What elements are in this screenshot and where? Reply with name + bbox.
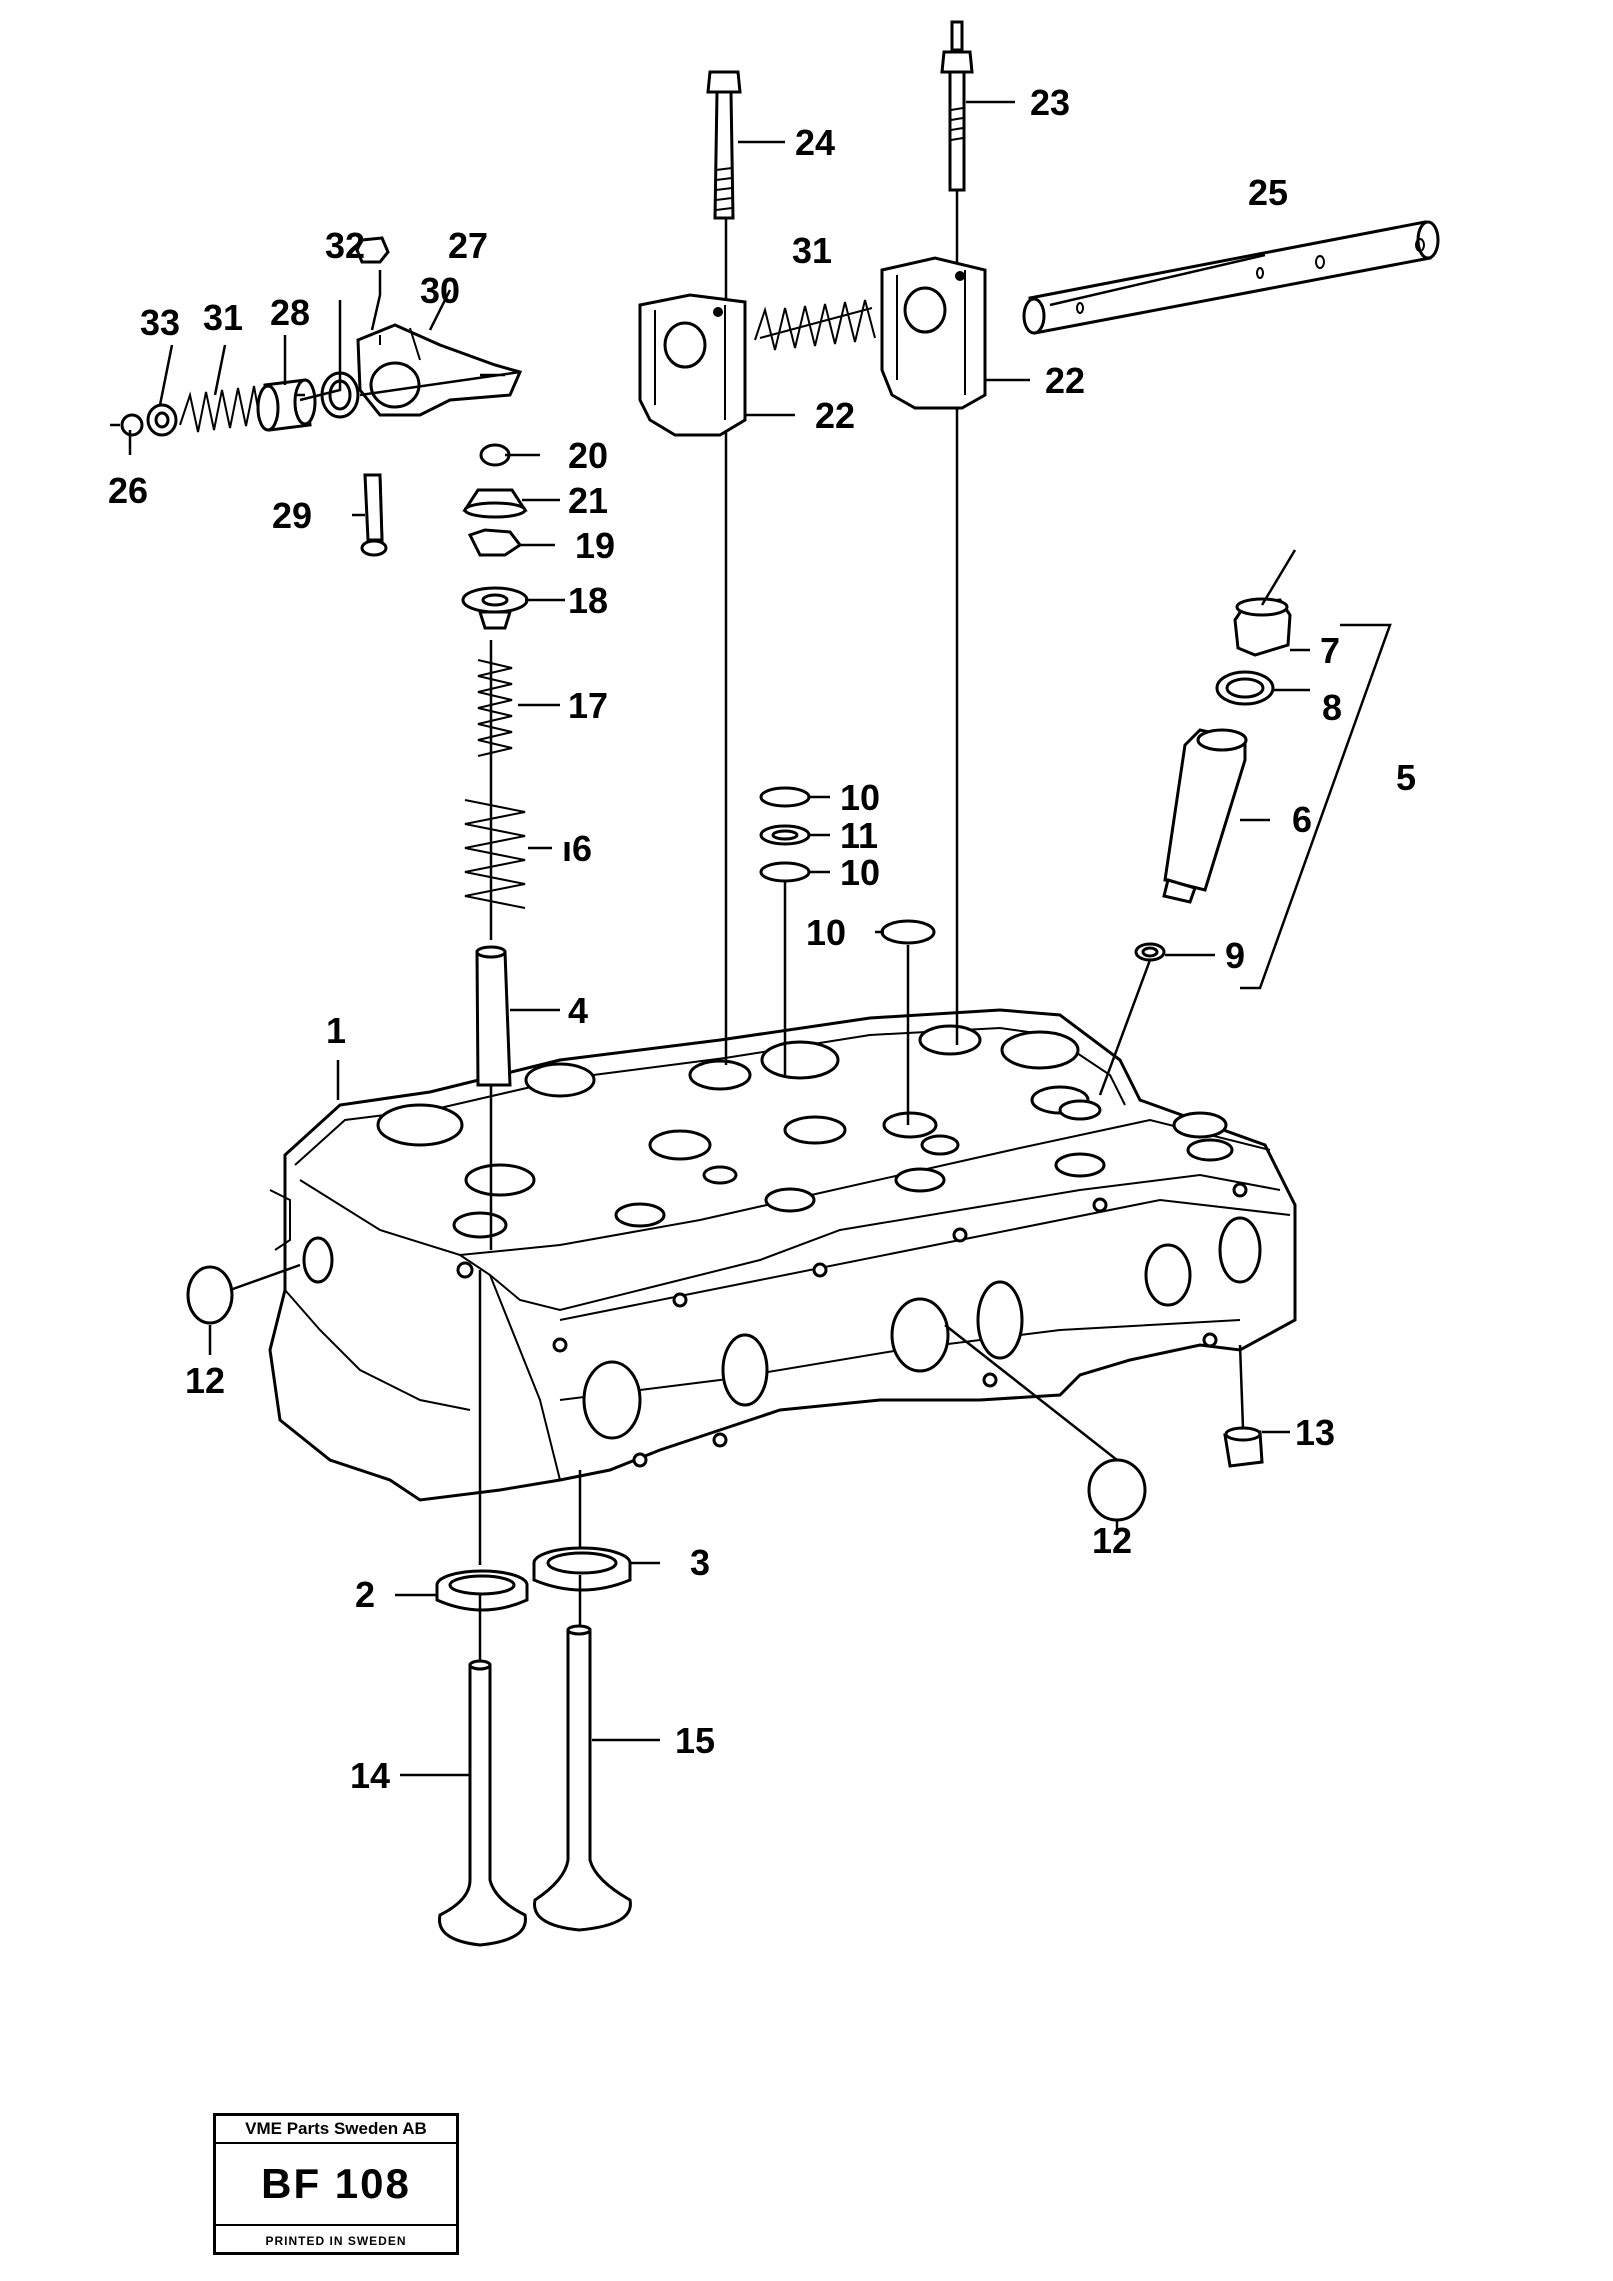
rocker-bracket-right [880, 256, 987, 410]
part-labels: 1 2 3 4 5 6 7 8 9 10 10 10 11 12 12 13 1… [108, 82, 1416, 1796]
valve-train [461, 443, 529, 1087]
bolt-holes [456, 1182, 1248, 1468]
label-27: 27 [448, 225, 488, 266]
leader-lines [110, 100, 1310, 1777]
company-name: VME Parts Sweden AB [216, 2116, 456, 2144]
label-6: 6 [1292, 799, 1312, 840]
label-7: 7 [1320, 630, 1340, 671]
screw-29 [363, 473, 384, 542]
label-22a: 22 [1045, 360, 1085, 401]
printed-in-note: PRINTED IN SWEDEN [265, 2234, 407, 2248]
label-11: 11 [840, 815, 878, 856]
bolt-23 [940, 20, 974, 192]
injector-sleeve-group [1134, 597, 1392, 990]
title-block: VME Parts Sweden AB BF 108 PRINTED IN SW… [213, 2113, 459, 2255]
rocker-arm [356, 323, 523, 417]
label-12b: 12 [1092, 1520, 1132, 1561]
label-4: 4 [568, 990, 588, 1031]
valves [438, 1624, 632, 1947]
label-23: 23 [1030, 82, 1070, 123]
valve-guide [475, 945, 512, 1087]
label-12a: 12 [185, 1360, 225, 1401]
cylinder-head [268, 1008, 1297, 1502]
label-10a: 10 [840, 777, 880, 818]
label-8: 8 [1322, 687, 1342, 728]
top-bores [376, 1024, 1234, 1239]
label-22b: 22 [815, 395, 855, 436]
label-10b: 10 [840, 852, 880, 893]
label-28: 28 [270, 292, 310, 333]
label-26: 26 [108, 470, 148, 511]
bolt-24 [706, 70, 742, 220]
label-10c: 10 [806, 912, 846, 953]
label-29: 29 [272, 495, 312, 536]
label-14: 14 [350, 1755, 390, 1796]
rocker-shaft [1022, 220, 1440, 335]
label-16: ı6 [562, 828, 592, 869]
plugs [186, 1265, 1264, 1522]
label-30: 30 [420, 270, 460, 311]
label-31b: 31 [203, 297, 243, 338]
label-3: 3 [690, 1542, 710, 1583]
spring-17 [477, 659, 513, 757]
label-20: 20 [568, 435, 608, 476]
valve-seats [435, 1546, 632, 1612]
label-5: 5 [1396, 757, 1416, 798]
label-18: 18 [568, 580, 608, 621]
label-9: 9 [1225, 935, 1245, 976]
label-15: 15 [675, 1720, 715, 1761]
label-1: 1 [326, 1010, 346, 1051]
label-31a: 31 [792, 230, 832, 271]
label-2: 2 [355, 1574, 375, 1615]
rocker-bracket-left [638, 293, 747, 437]
label-32: 32 [325, 225, 365, 266]
spring-31-lower [179, 385, 261, 433]
label-19: 19 [575, 525, 615, 566]
spring-31-upper [754, 299, 876, 351]
label-33: 33 [140, 302, 180, 343]
spring-16 [464, 799, 526, 909]
side-ports [302, 1216, 1262, 1440]
label-24: 24 [795, 122, 835, 163]
label-13: 13 [1295, 1412, 1335, 1453]
label-25: 25 [1248, 172, 1288, 213]
label-21: 21 [568, 480, 608, 521]
label-17: 17 [568, 685, 608, 726]
diagram-code: BF 108 [216, 2144, 456, 2226]
